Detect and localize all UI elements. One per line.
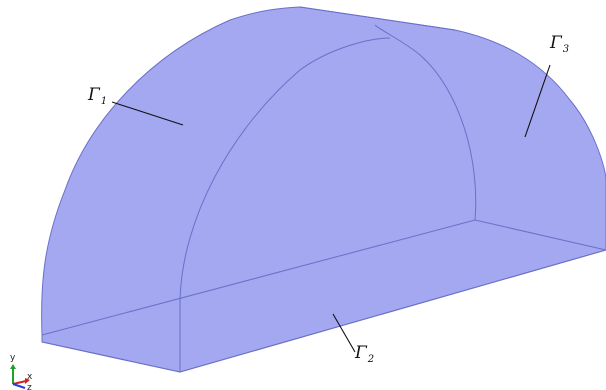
label-gamma1: Γ1 <box>87 85 107 107</box>
leader-gamma2 <box>332 313 356 353</box>
y-axis-label: y <box>10 353 16 363</box>
leader-gamma3 <box>524 64 551 138</box>
z-axis-arrow <box>12 383 26 389</box>
half-cylinder-solid <box>41 6 606 373</box>
label-gamma3: Γ3 <box>549 33 569 55</box>
x-axis-arrowhead <box>25 378 30 384</box>
edge-front-arc <box>179 37 391 301</box>
leader-gamma1 <box>111 101 184 126</box>
solid-edges <box>41 6 606 373</box>
svg-text:Γ1: Γ1 <box>87 85 107 107</box>
x-axis-arrow <box>12 380 27 385</box>
label-gamma2: Γ2 <box>354 343 374 365</box>
edge-back-arc <box>374 24 477 221</box>
svg-text:Γ3: Γ3 <box>549 33 569 55</box>
edge-top-ridge <box>299 6 456 31</box>
x-axis-label: x <box>27 372 33 382</box>
z-axis-label: z <box>27 383 32 390</box>
y-axis-arrowhead <box>10 364 16 369</box>
label-leaders <box>111 64 551 353</box>
axis-triad-icon: y x z <box>10 353 33 390</box>
svg-text:Γ2: Γ2 <box>354 343 374 365</box>
